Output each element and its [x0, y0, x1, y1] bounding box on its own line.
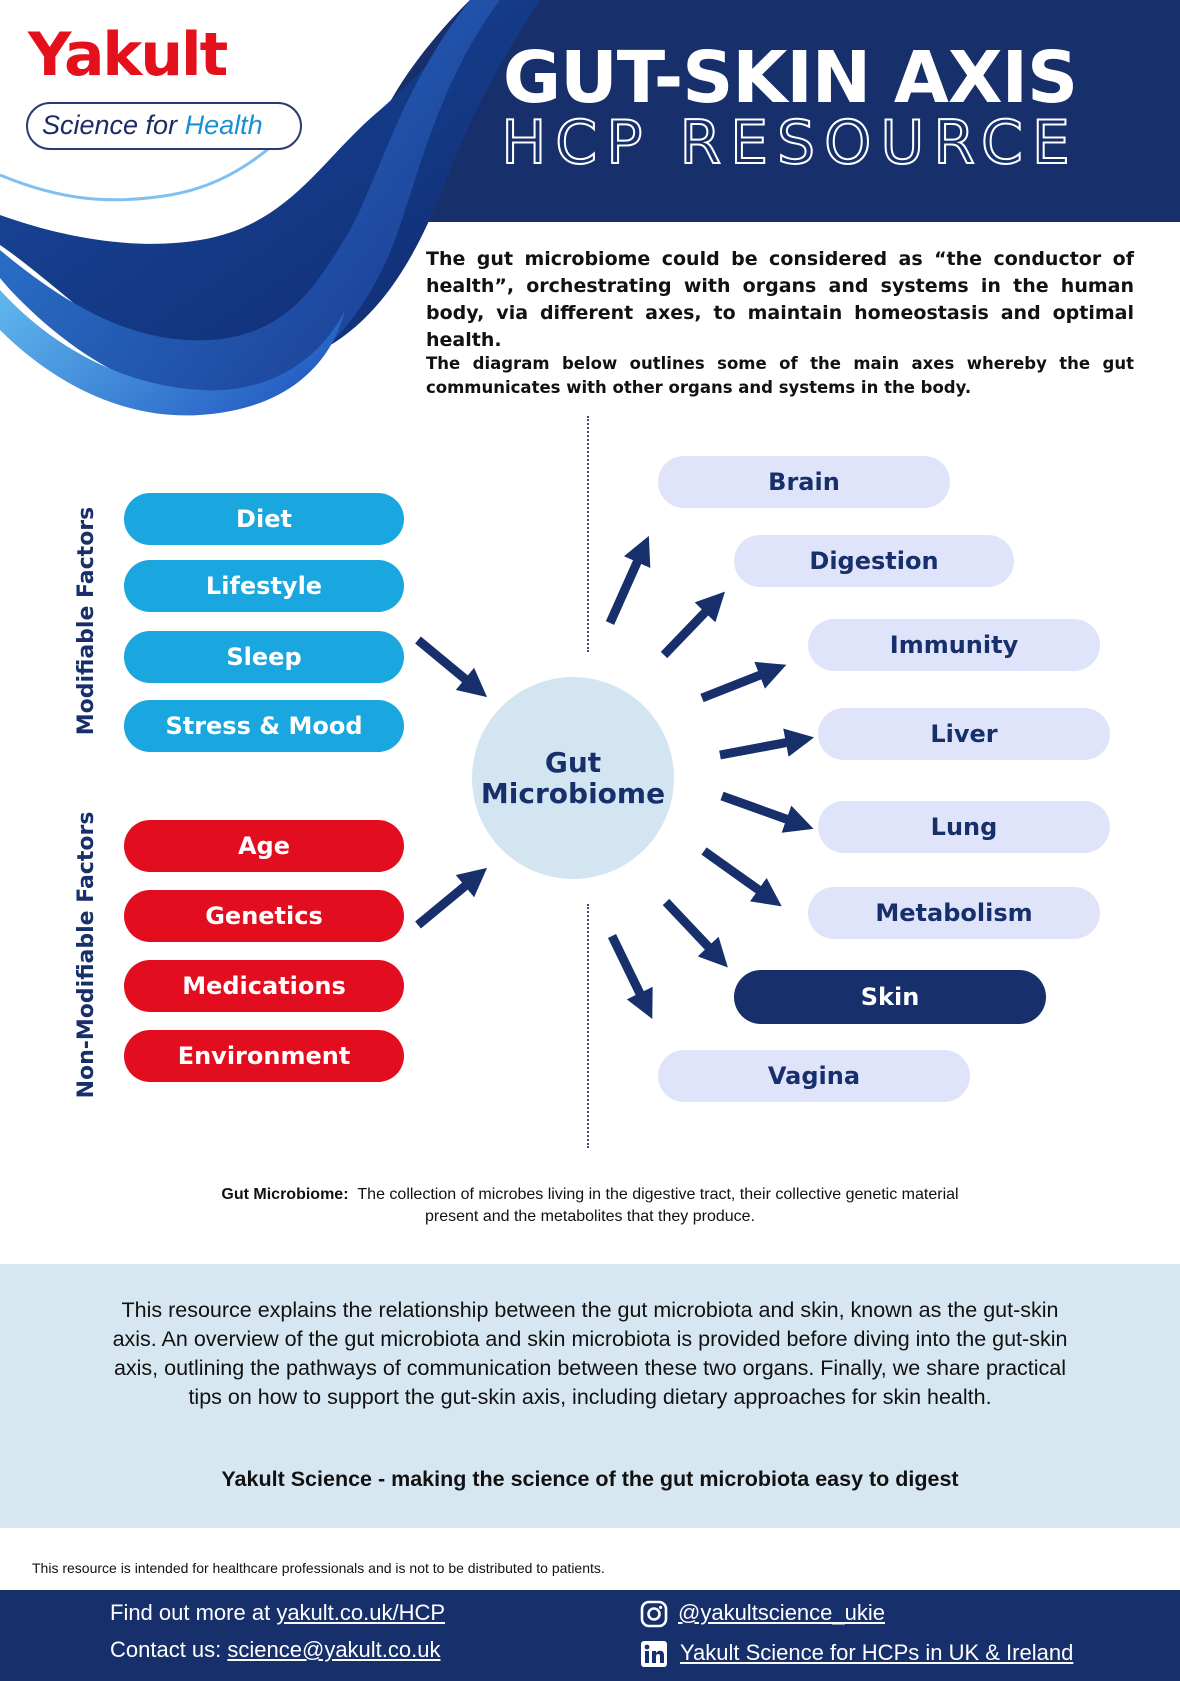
disclaimer: This resource is intended for healthcare… — [32, 1560, 605, 1576]
factor-diet: Diet — [124, 493, 404, 545]
organ-metabolism: Metabolism — [808, 887, 1100, 939]
instagram-handle[interactable]: @yakultscience_ukie — [678, 1600, 885, 1625]
factor-genetics: Genetics — [124, 890, 404, 942]
arrow-to-brain — [605, 535, 651, 625]
organ-vagina: Vagina — [658, 1050, 970, 1102]
summary-tagline: Yakult Science - making the science of t… — [221, 1467, 959, 1491]
arrow-modifiable-to-gut — [415, 636, 488, 698]
tagline-text: Science for — [42, 110, 185, 140]
website-link[interactable]: yakult.co.uk/HCP — [276, 1600, 446, 1625]
instagram-link[interactable]: @yakultscience_ukie — [678, 1600, 885, 1626]
organ-skin: Skin — [734, 970, 1046, 1024]
linkedin-name[interactable]: Yakult Science for HCPs in UK & Ireland — [680, 1640, 1074, 1665]
modifiable-factors-label: Modifiable Factors — [74, 506, 99, 736]
organ-immunity: Immunity — [808, 619, 1100, 671]
divider-line-bottom — [587, 904, 589, 1148]
intro-paragraph-1: The gut microbiome could be considered a… — [426, 248, 1134, 351]
footer-contact: Contact us: science@yakult.co.uk — [110, 1637, 440, 1663]
organ-digestion: Digestion — [734, 535, 1014, 587]
factor-medications: Medications — [124, 960, 404, 1012]
page-title: GUT-SKIN AXIS — [502, 36, 1078, 119]
intro-paragraph-2: The diagram below outlines some of the m… — [426, 354, 1134, 397]
summary-text: This resource explains the relationship … — [112, 1298, 1068, 1409]
arrow-nonmodifiable-to-gut — [415, 867, 488, 929]
divider-line-top — [587, 416, 589, 652]
arrow-to-digestion — [660, 591, 725, 659]
contact-prefix: Contact us: — [110, 1637, 228, 1662]
gut-microbiome-definition: Gut Microbiome: The collection of microb… — [200, 1184, 980, 1228]
organ-brain: Brain — [658, 456, 950, 508]
footer-find-out-more: Find out more at yakult.co.uk/HCP — [110, 1600, 445, 1626]
factor-age: Age — [124, 820, 404, 872]
arrow-to-metabolism — [701, 847, 782, 907]
linkedin-icon[interactable] — [640, 1640, 668, 1668]
factor-environment: Environment — [124, 1030, 404, 1082]
non-modifiable-factors-label: Non-Modifiable Factors — [74, 811, 99, 1099]
arrow-to-lung — [720, 791, 814, 833]
linkedin-link[interactable]: Yakult Science for HCPs in UK & Ireland — [680, 1640, 1073, 1666]
footer — [0, 1590, 1180, 1681]
arrow-to-vagina — [607, 934, 653, 1019]
factor-sleep: Sleep — [124, 631, 404, 683]
find-prefix: Find out more at — [110, 1600, 277, 1625]
definition-text: The collection of microbes living in the… — [357, 1186, 959, 1225]
instagram-icon[interactable] — [640, 1600, 668, 1628]
arrow-to-skin — [662, 898, 728, 968]
factor-lifestyle: Lifestyle — [124, 560, 404, 612]
organ-liver: Liver — [818, 708, 1110, 760]
definition-term: Gut Microbiome: — [221, 1186, 349, 1203]
arrow-to-immunity — [700, 661, 787, 703]
gut-microbiome-line-1: Gut — [544, 746, 602, 779]
logo-tagline-pill — [26, 102, 302, 150]
tagline-highlight: Health — [184, 110, 263, 140]
organ-lung: Lung — [818, 801, 1110, 853]
yakult-logo: Yakult — [28, 20, 228, 90]
summary-band — [0, 1264, 1180, 1528]
gut-microbiome-line-2: Microbiome — [480, 777, 666, 810]
factor-stress-mood: Stress & Mood — [124, 700, 404, 752]
arrow-to-liver — [719, 728, 815, 760]
email-link[interactable]: science@yakult.co.uk — [227, 1637, 441, 1662]
gut-microbiome-circle: Gut Microbiome — [472, 677, 674, 879]
logo-tagline: Science for Health — [42, 110, 263, 141]
page-subtitle: HCP RESOURCE — [500, 107, 1079, 179]
